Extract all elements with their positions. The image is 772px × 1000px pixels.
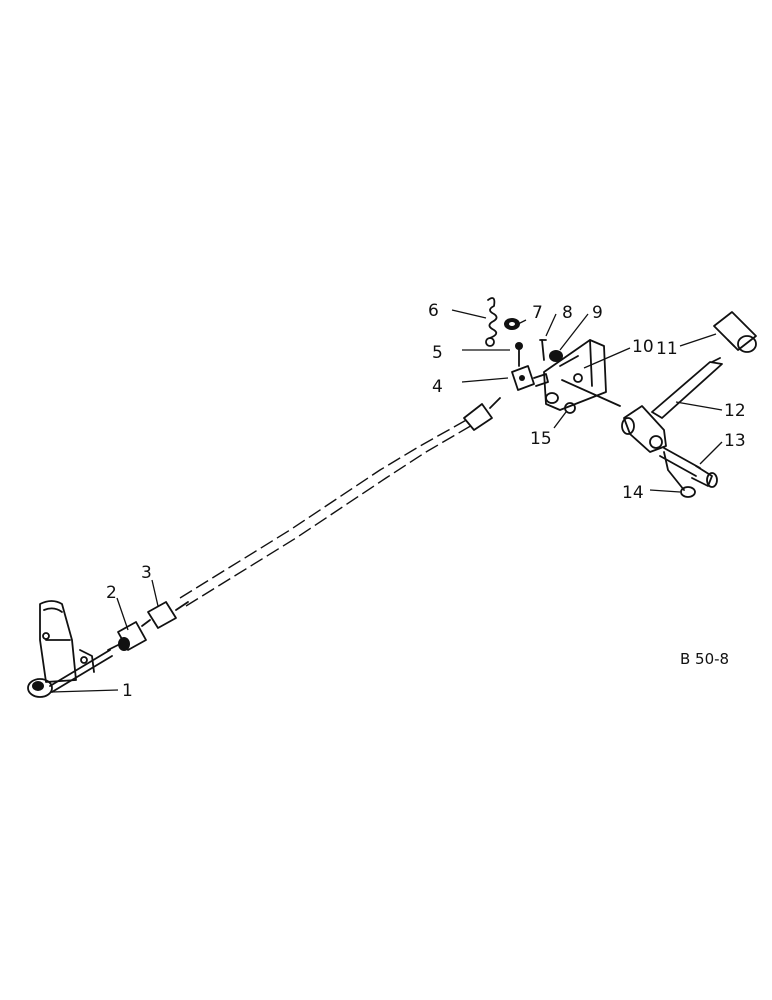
callouts: 1 2 3 4 5 6 7 8 9 10 11 12 13 14 15: [106, 301, 746, 701]
callout-4: 4: [432, 377, 443, 397]
part-7-washer: [504, 318, 520, 330]
part-2-nut: [107, 621, 147, 651]
part-1-knob: [27, 649, 113, 698]
callout-3: 3: [141, 563, 152, 583]
part-13-shaft: [659, 447, 718, 488]
callout-5: 5: [432, 343, 443, 363]
callout-9: 9: [592, 303, 603, 323]
cable-dashed: [179, 417, 475, 607]
part-8-pin: [539, 339, 547, 361]
part-9-bushing: [549, 350, 563, 362]
part-11-pad: [713, 311, 757, 353]
part-4-clamp: [511, 365, 549, 391]
bracket-left: [39, 600, 95, 683]
part-6-spring: [485, 297, 498, 347]
callout-7: 7: [532, 303, 543, 323]
callout-8: 8: [562, 303, 573, 323]
callout-11: 11: [656, 339, 678, 359]
cable-end-fitting: [463, 397, 501, 431]
part-14-bolt: [663, 451, 696, 498]
leader-lines: [51, 309, 723, 693]
callout-14: 14: [622, 483, 644, 503]
callout-15: 15: [530, 429, 552, 449]
callout-12: 12: [724, 401, 746, 421]
part-15-nut: [564, 402, 576, 414]
callout-13: 13: [724, 431, 746, 451]
callout-6: 6: [428, 301, 439, 321]
callout-1: 1: [122, 681, 133, 701]
callout-10: 10: [632, 337, 654, 357]
part-3-sleeve: [141, 601, 189, 629]
part-5-screw: [515, 342, 523, 367]
part-10-plate: [543, 339, 621, 411]
figure-ref: B 50-8: [680, 650, 729, 668]
callout-2: 2: [106, 583, 117, 603]
part-12-pedal-arm: [621, 357, 723, 453]
